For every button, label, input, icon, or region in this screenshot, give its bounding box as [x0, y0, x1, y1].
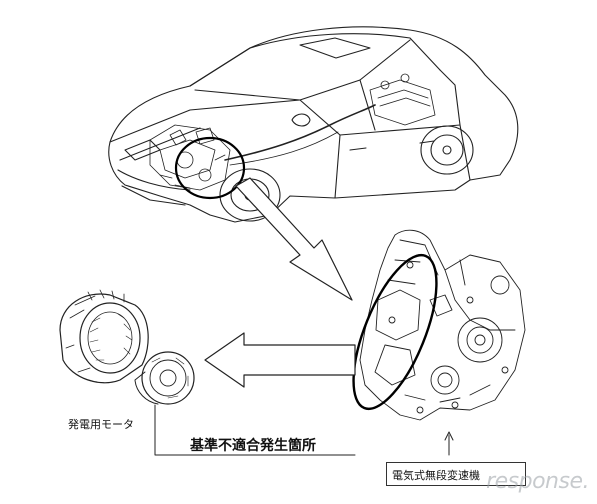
car-highlight-ellipse: [174, 136, 246, 200]
generator-illustration: [59, 289, 195, 405]
watermark: response.: [486, 469, 589, 494]
fault-location-label: 基準不適合発生箇所: [190, 438, 316, 454]
arrow-to-generator: [204, 332, 356, 388]
arrow-to-cvt: [235, 177, 353, 301]
cvt-label-box: [386, 462, 526, 486]
car-illustration: [108, 26, 519, 223]
cvt-leader-arrowhead: [444, 431, 454, 441]
cvt-illustration: [359, 229, 526, 421]
fault-callout-line: [154, 404, 356, 456]
cvt-highlight-ellipse: [352, 253, 438, 411]
generator-label: 発電用モータ: [68, 418, 134, 431]
cvt-label: 電気式無段変速機: [392, 469, 480, 482]
